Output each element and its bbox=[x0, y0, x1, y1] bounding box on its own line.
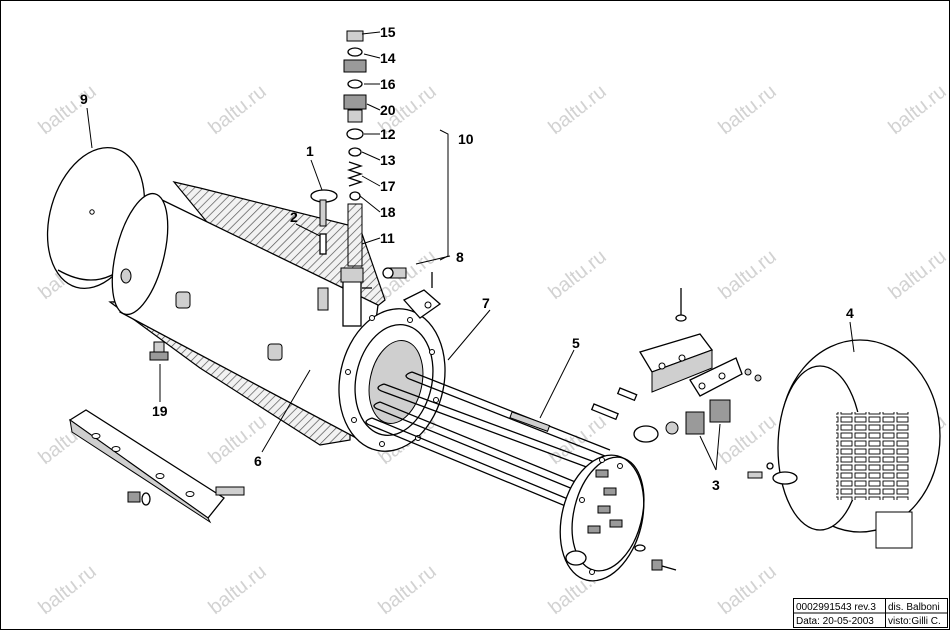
label-11: 11 bbox=[380, 230, 395, 246]
watermark-text: baltu.ru bbox=[205, 81, 271, 139]
mounting-bracket bbox=[68, 409, 245, 524]
label-16: 16 bbox=[380, 76, 396, 92]
label-3: 3 bbox=[712, 477, 720, 493]
label-20: 20 bbox=[380, 102, 396, 118]
watermark-text: baltu.ru bbox=[375, 561, 441, 619]
label-15: 15 bbox=[380, 24, 396, 40]
watermark-text: baltu.ru bbox=[545, 81, 611, 139]
thermometer bbox=[310, 189, 338, 227]
safety-valve-stack bbox=[343, 30, 367, 267]
label-2: 2 bbox=[290, 209, 298, 225]
label-6: 6 bbox=[254, 453, 262, 469]
watermark-layer: baltu.ru baltu.ru baltu.ru baltu.ru balt… bbox=[35, 81, 950, 619]
drawn-by: dis. Balboni bbox=[888, 602, 940, 613]
thermostat bbox=[590, 387, 731, 443]
heating-element bbox=[365, 371, 645, 582]
label-14: 14 bbox=[380, 50, 396, 66]
watermark-text: baltu.ru bbox=[885, 81, 950, 139]
label-5: 5 bbox=[572, 335, 580, 351]
watermark-text: baltu.ru bbox=[205, 561, 271, 619]
drawing-date: Data: 20-05-2003 bbox=[796, 616, 874, 627]
label-19: 19 bbox=[152, 403, 168, 419]
label-10: 10 bbox=[458, 131, 474, 147]
label-1: 1 bbox=[306, 143, 314, 159]
terminal-block bbox=[639, 288, 762, 397]
pressure-fitting bbox=[382, 267, 442, 319]
drain-plug bbox=[149, 341, 169, 361]
watermark-text: baltu.ru bbox=[35, 561, 101, 619]
flange-fasteners bbox=[634, 544, 677, 571]
electrical-cover bbox=[747, 339, 941, 549]
label-4: 4 bbox=[846, 305, 854, 321]
label-13: 13 bbox=[380, 152, 396, 168]
watermark-text: baltu.ru bbox=[715, 561, 781, 619]
label-9: 9 bbox=[80, 91, 88, 107]
watermark-text: baltu.ru bbox=[885, 246, 950, 304]
watermark-text: baltu.ru bbox=[715, 81, 781, 139]
label-8: 8 bbox=[456, 249, 464, 265]
label-18: 18 bbox=[380, 204, 396, 220]
sensor-pin bbox=[319, 233, 327, 255]
drawing-code: 0002991543 rev.3 bbox=[796, 602, 876, 613]
watermark-text: baltu.ru bbox=[545, 246, 611, 304]
part-number-labels: 15 14 16 20 12 13 17 18 11 10 9 1 2 8 7 … bbox=[80, 24, 854, 493]
label-7: 7 bbox=[482, 295, 490, 311]
checked-by: visto:Gilli C. bbox=[888, 616, 941, 627]
title-block: 0002991543 rev.3 dis. Balboni Data: 20-0… bbox=[793, 598, 948, 628]
leader-lines bbox=[86, 31, 855, 471]
label-12: 12 bbox=[380, 126, 396, 142]
watermark-text: baltu.ru bbox=[715, 246, 781, 304]
tank-flange bbox=[338, 308, 446, 452]
label-17: 17 bbox=[380, 178, 396, 194]
watermark-text: baltu.ru bbox=[35, 81, 101, 139]
